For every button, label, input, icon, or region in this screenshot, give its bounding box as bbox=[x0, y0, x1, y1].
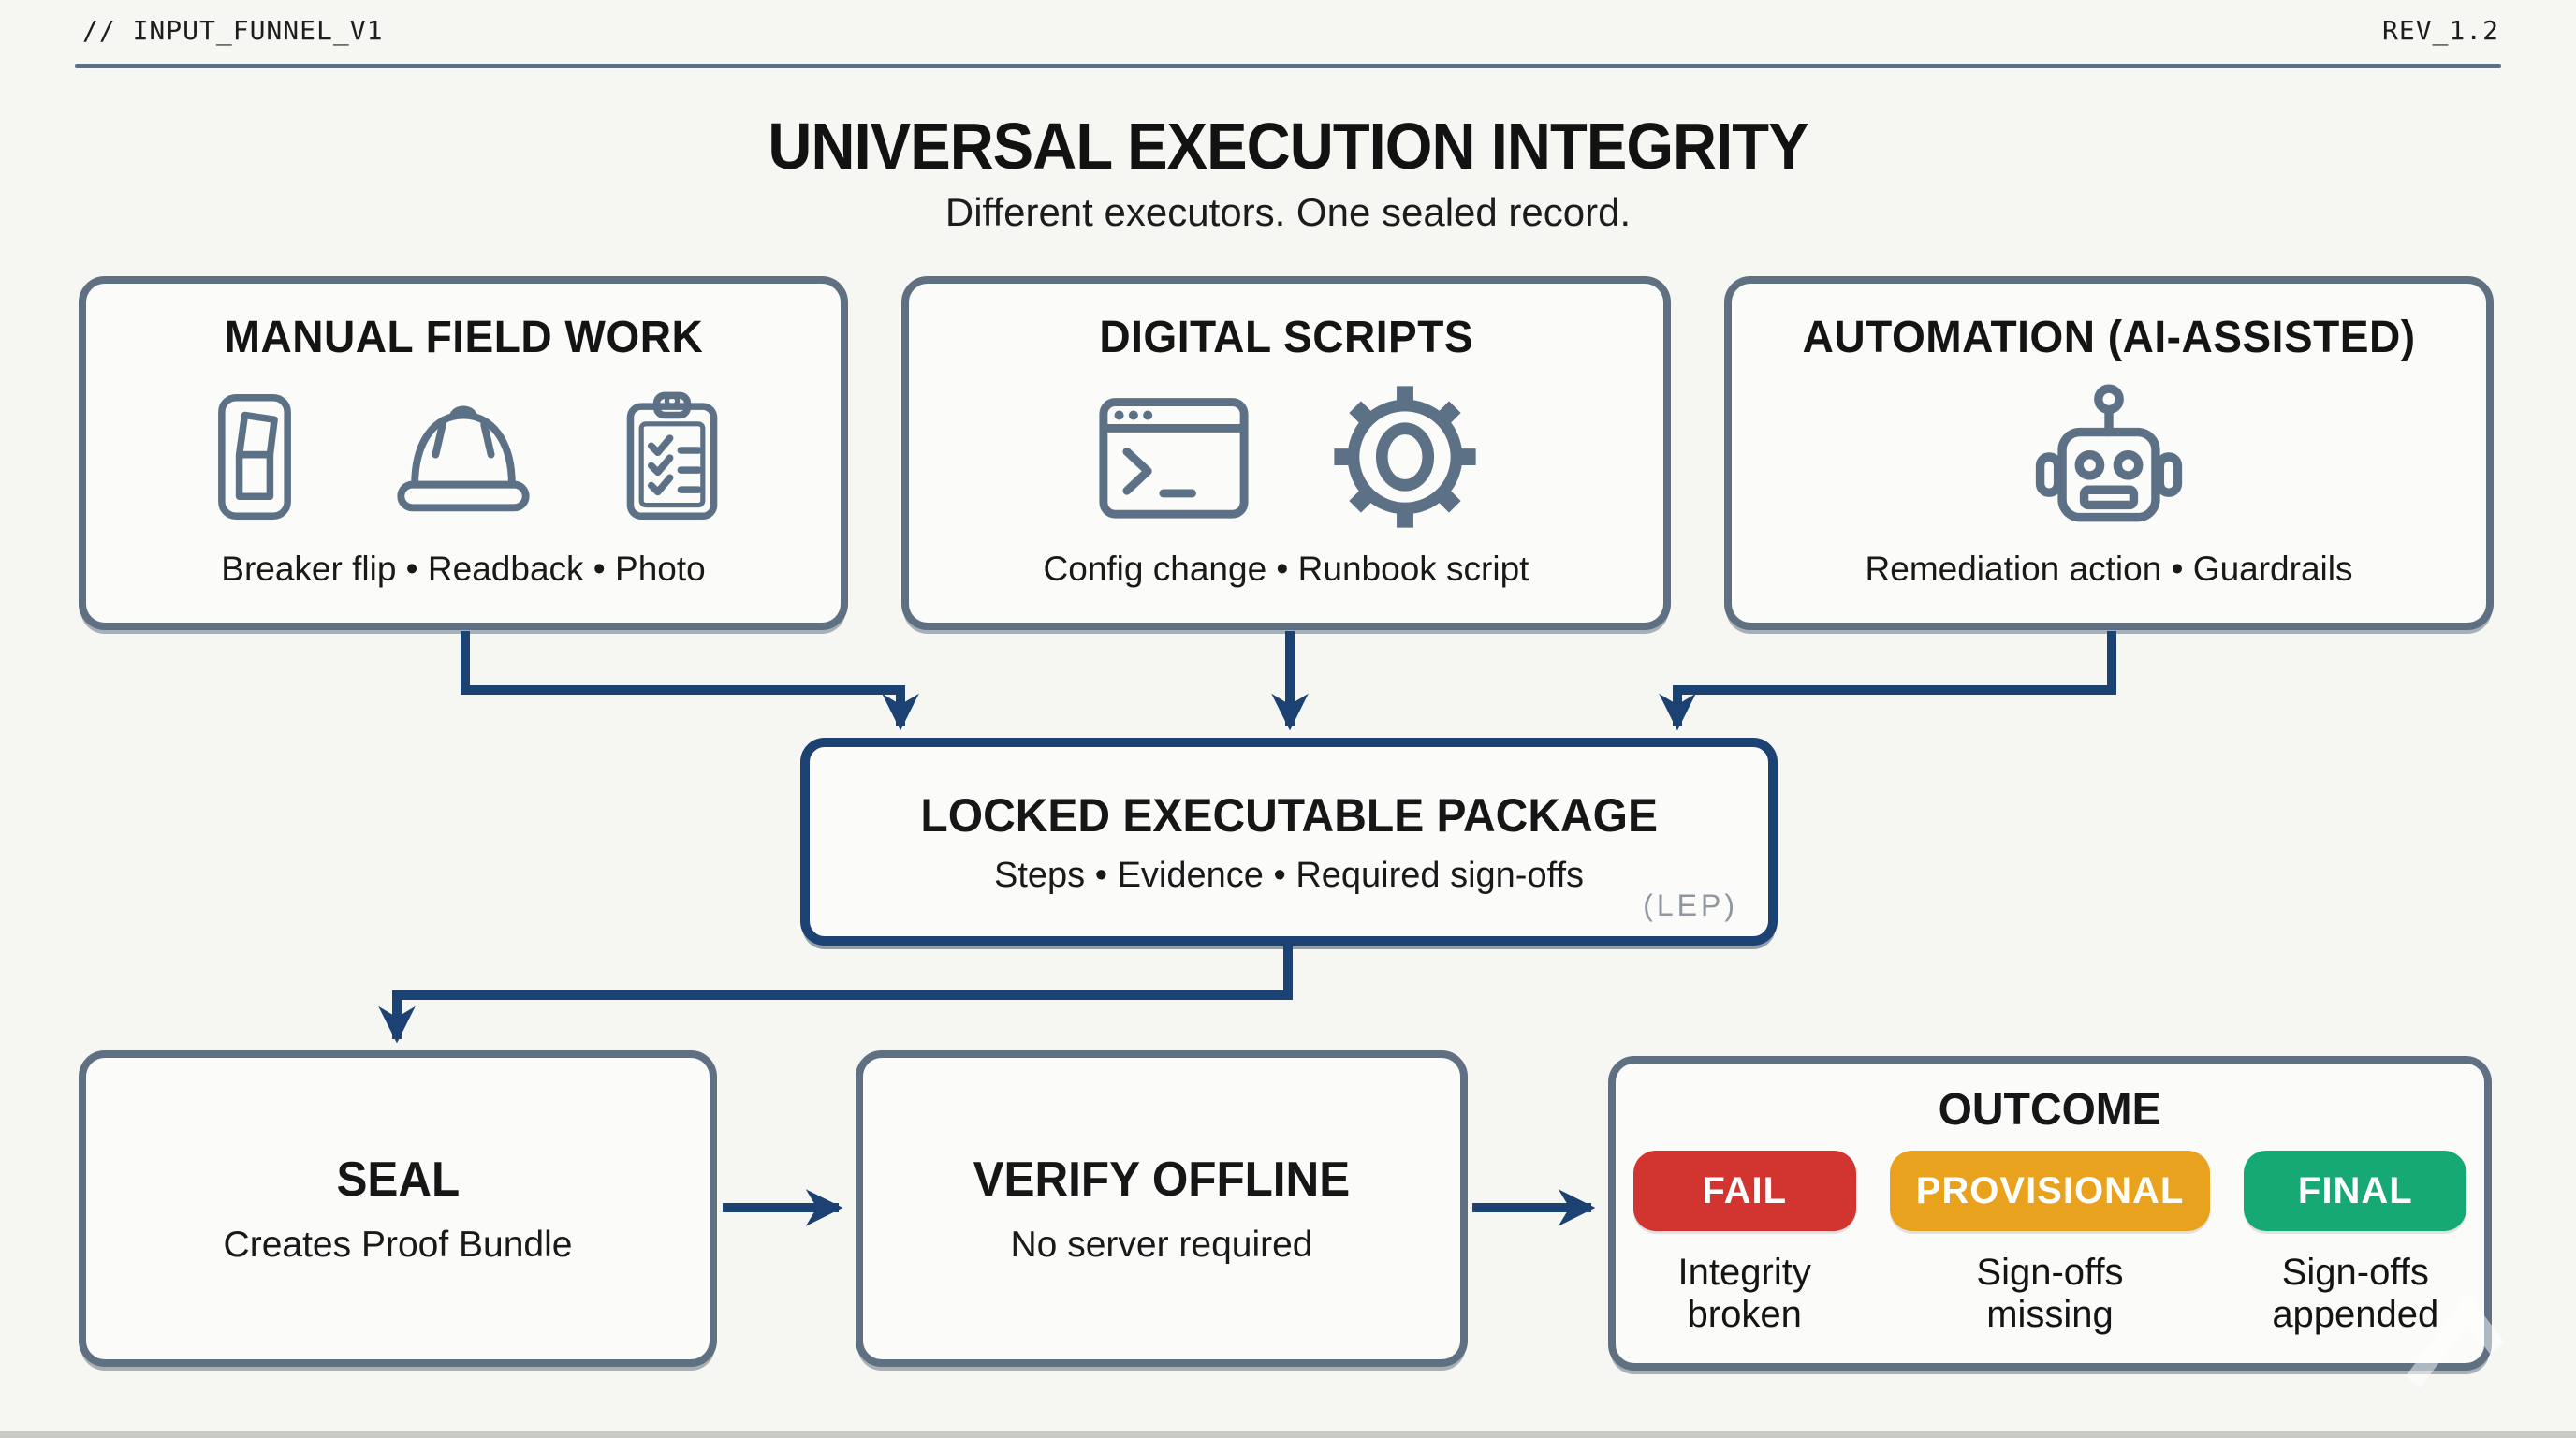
lep-title: LOCKED EXECUTABLE PACKAGE bbox=[920, 788, 1658, 842]
source-box-digital-scripts: DIGITAL SCRIPTS Config change • Runbook … bbox=[901, 276, 1671, 630]
page-subtitle: Different executors. One sealed record. bbox=[944, 190, 1632, 234]
arrow-manual-to-lep bbox=[461, 631, 919, 731]
box-caption: Remediation action • Guardrails bbox=[1865, 550, 2353, 588]
terminal-icon bbox=[1099, 397, 1249, 519]
final-caption: Sign-offs appended bbox=[2272, 1252, 2439, 1335]
outcome-results-row: FAIL Integrity broken PROVISIONAL Sign-o… bbox=[1628, 1151, 2473, 1336]
box-caption: Config change • Runbook script bbox=[1043, 550, 1530, 588]
outcome-result-final: FINAL Sign-offs appended bbox=[2238, 1151, 2472, 1336]
bottom-edge-strip bbox=[0, 1431, 2576, 1438]
outcome-box: OUTCOME FAIL Integrity broken PROVISIONA… bbox=[1608, 1056, 2492, 1371]
box-title: AUTOMATION (AI-ASSISTED) bbox=[1802, 313, 2416, 362]
box-title: MANUAL FIELD WORK bbox=[224, 313, 703, 362]
lep-box: LOCKED EXECUTABLE PACKAGE Steps • Eviden… bbox=[800, 738, 1778, 946]
outcome-result-fail: FAIL Integrity broken bbox=[1628, 1151, 1862, 1336]
arrow-lep-to-seal bbox=[378, 946, 1293, 1044]
box-caption: Breaker flip • Readback • Photo bbox=[221, 550, 706, 588]
lep-subtitle: Steps • Evidence • Required sign-offs bbox=[993, 855, 1585, 895]
robot-icon bbox=[2035, 383, 2183, 521]
source-box-automation: AUTOMATION (AI-ASSISTED) Remediation act… bbox=[1724, 276, 2494, 630]
outcome-result-provisional: PROVISIONAL Sign-offs missing bbox=[1889, 1151, 2211, 1336]
header-left-label: // INPUT_FUNNEL_V1 bbox=[82, 15, 384, 46]
box-title: DIGITAL SCRIPTS bbox=[1099, 313, 1473, 362]
header-right-label: REV_1.2 bbox=[2381, 15, 2499, 46]
provisional-badge: PROVISIONAL bbox=[1889, 1151, 2211, 1231]
verify-subtitle: No server required bbox=[1010, 1225, 1313, 1265]
lep-tag: (LEP) bbox=[1643, 888, 1738, 922]
breaker-switch-icon bbox=[218, 393, 291, 520]
provisional-caption: Sign-offs missing bbox=[1976, 1252, 2124, 1335]
final-badge: FINAL bbox=[2244, 1151, 2467, 1231]
arrow-automation-to-lep bbox=[1659, 631, 2116, 731]
seal-box: SEAL Creates Proof Bundle bbox=[79, 1050, 717, 1367]
icon-row bbox=[2017, 363, 2201, 550]
icon-row bbox=[184, 363, 742, 550]
page-title: UNIVERSAL EXECUTION INTEGRITY bbox=[768, 110, 1808, 183]
verify-title: VERIFY OFFLINE bbox=[973, 1152, 1351, 1207]
fail-badge: FAIL bbox=[1632, 1151, 1856, 1231]
header-rule bbox=[75, 64, 2501, 68]
source-box-manual-field-work: MANUAL FIELD WORK bbox=[79, 276, 848, 630]
verify-offline-box: VERIFY OFFLINE No server required bbox=[856, 1050, 1468, 1367]
icon-row bbox=[1085, 363, 1487, 550]
gear-icon bbox=[1334, 385, 1476, 528]
hard-hat-icon bbox=[397, 404, 530, 511]
fail-caption: Integrity broken bbox=[1677, 1252, 1811, 1335]
seal-title: SEAL bbox=[336, 1152, 460, 1207]
seal-subtitle: Creates Proof Bundle bbox=[223, 1225, 573, 1265]
outcome-title: OUTCOME bbox=[1939, 1085, 2161, 1135]
clipboard-checklist-icon bbox=[626, 391, 718, 520]
